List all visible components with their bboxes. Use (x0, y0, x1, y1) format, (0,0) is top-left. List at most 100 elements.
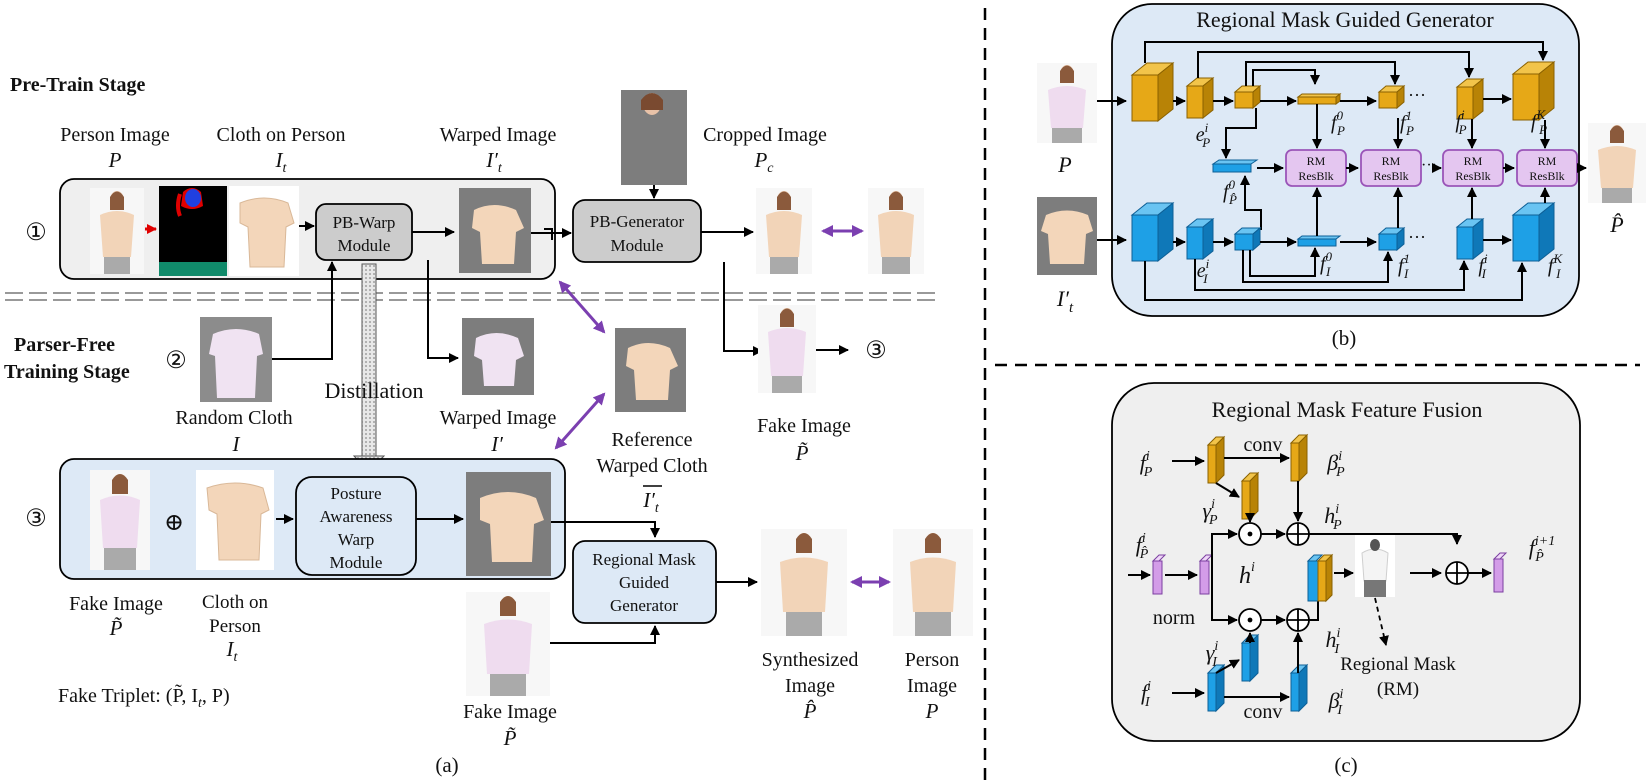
gold-block-6 (1455, 77, 1485, 121)
rmff-conv-top: conv (1244, 434, 1283, 456)
blue-block-7 (1511, 201, 1556, 263)
pb-generator-label-2: Module (611, 236, 664, 255)
arrow-paw-warped-to-rmg (551, 521, 660, 538)
cloth-on-person-symbol: It (275, 148, 288, 176)
fake-image-3-label: Fake Image (463, 701, 557, 723)
rmff-gold-conv-1 (1206, 435, 1226, 485)
rmff-label-h: hi (1239, 560, 1255, 589)
fake-image-label: Fake Image (757, 415, 851, 437)
rmgg-skip-b1 (1144, 261, 1527, 301)
svg-text:ResBlk: ResBlk (1298, 169, 1333, 183)
paw-label-3: Warp (338, 530, 374, 549)
rmgg-dots-top: ··· (1408, 85, 1426, 105)
blue-block-2 (1185, 217, 1215, 261)
arrow-random-to-warp (272, 261, 337, 360)
rmgg-fphat0-block (1211, 159, 1259, 173)
person-image-2-photo (893, 529, 973, 636)
rmff-oplus-top-cross (1287, 523, 1309, 545)
rmg-label-2: Guided (619, 573, 670, 592)
svg-text:RM: RM (1464, 154, 1483, 168)
rmff-container (1111, 382, 1581, 742)
pb-warp-label-1: PB-Warp (333, 213, 396, 232)
blue-block-4 (1296, 235, 1342, 247)
paw-warped-photo (466, 472, 551, 576)
cropped-image-label: Cropped Image (703, 124, 827, 146)
pb-warp-label-2: Module (338, 236, 391, 255)
synthesized-label-1: Synthesized (762, 649, 859, 671)
rmff-conv-bottom: conv (1244, 701, 1283, 723)
reference-symbol: I′t (642, 488, 660, 516)
warped-image-label: Warped Image (440, 124, 557, 146)
gold-block-4 (1296, 93, 1342, 105)
gold-block-5 (1377, 84, 1406, 110)
rmgg-v-blue-fphat (1240, 175, 1262, 230)
parsing-map (159, 186, 227, 276)
rmff-regional-mask-label-2: (RM) (1377, 679, 1419, 700)
fake-image-2-symbol: P̃ (109, 616, 123, 640)
random-cloth-symbol: I (232, 432, 241, 456)
person-image-2-label-2: Image (907, 675, 957, 697)
gold-block-7 (1511, 60, 1556, 122)
person-image-2-symbol: P (925, 699, 939, 723)
rmgg-input-p-photo (1037, 63, 1097, 143)
blue-block-5 (1377, 226, 1406, 252)
cropped-image-symbol: Pc (753, 148, 774, 176)
cloth-on-person-photo (229, 186, 299, 276)
rmgg-skip-3 (1245, 61, 1400, 86)
svg-text:ResBlk: ResBlk (1529, 169, 1564, 183)
cloth-on-person-label: Cloth on Person (217, 124, 346, 146)
person-image-photo (90, 188, 144, 274)
fake-image-photo (758, 305, 816, 393)
rmff-arrow-hP-out (1309, 533, 1462, 545)
person-image-2-label-1: Person (905, 649, 959, 671)
blue-block-3 (1233, 226, 1262, 252)
rmff-mask-dash (1374, 597, 1389, 646)
parserfree-label-line2: Training Stage (4, 361, 130, 383)
warped-image-2-label: Warped Image (440, 407, 557, 429)
step3-out-marker: ③ (865, 338, 887, 364)
rmff-path-h-bottom (1211, 575, 1238, 625)
rmff-oplus-bottom-cross (1287, 609, 1309, 631)
rmgg-skip-2 (1197, 51, 1474, 78)
rmgg-v-gold-fphat (1221, 108, 1257, 159)
warped-image-2-photo (462, 318, 534, 395)
rmgg-skip-1 (1144, 41, 1548, 63)
rmgg-input-it-photo (1037, 197, 1097, 275)
arrow-fake3-to-rmg (550, 625, 660, 644)
rmgg-skip-b2 (1194, 259, 1469, 291)
warped-image-2-symbol: I′ (490, 432, 503, 456)
rmgg-skip-b4 (1249, 247, 1320, 277)
gold-block-1 (1130, 61, 1175, 123)
paw-label-4: Module (330, 553, 383, 572)
rmff-arrow-hI-up (1309, 600, 1319, 621)
reference-warped-cloth-photo (615, 328, 686, 412)
svg-text:RM: RM (1307, 154, 1326, 168)
distillation-arrow (352, 263, 386, 473)
svg-text:RM: RM (1538, 154, 1557, 168)
distillation-label: Distillation (325, 378, 424, 403)
rmff-regional-mask-label-1: Regional Mask (1340, 654, 1456, 675)
warped-image-symbol: I′t (485, 148, 503, 176)
rmgg-title: Regional Mask Guided Generator (1196, 7, 1494, 32)
person-image-symbol: P (108, 148, 122, 172)
rmff-title: Regional Mask Feature Fusion (1212, 397, 1483, 422)
fake-triplet-label: Fake Triplet: (P̃, It, P) (58, 683, 230, 711)
rmff-arrow-blue1-blue2 (1215, 659, 1240, 674)
paw-label-2: Awareness (319, 507, 392, 526)
fake-image-3-symbol: P̃ (503, 726, 517, 750)
pb-output-photo (756, 188, 812, 274)
rmff-arrow-gold1-gold3 (1215, 482, 1240, 498)
